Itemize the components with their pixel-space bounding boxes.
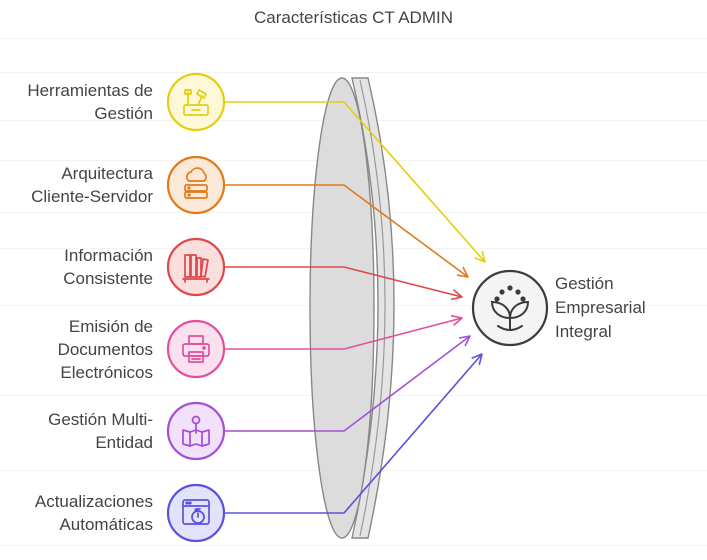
feature-node xyxy=(166,483,226,543)
feature-label-line: Actualizaciones xyxy=(34,492,153,511)
feature-label-line: Documentos xyxy=(57,339,153,359)
feature-label-line: Automáticas xyxy=(59,515,153,534)
feature-label-line: Gestión xyxy=(94,104,153,123)
target-label-line: Integral xyxy=(555,322,612,341)
connector-line xyxy=(224,184,469,278)
diagram-title: Características CT ADMIN xyxy=(253,8,453,27)
connector-arrowhead xyxy=(471,353,483,366)
connector-arrowhead xyxy=(474,250,486,263)
feature-node xyxy=(166,319,226,379)
feature-label-line: Cliente-Servidor xyxy=(31,187,153,206)
feature-label-line: Emisión de xyxy=(68,316,153,336)
feature-label-line: Gestión Multi- xyxy=(48,410,153,429)
connector-line xyxy=(224,335,471,432)
target-label-line: Gestión xyxy=(555,274,614,293)
printer-icon xyxy=(182,335,210,363)
target-label-line: Empresarial xyxy=(555,298,646,317)
connector-line xyxy=(224,101,486,263)
feature-label-line: Herramientas de xyxy=(27,81,153,100)
connector-arrowhead xyxy=(450,289,463,301)
feature-node xyxy=(166,401,226,461)
feature-label-line: Arquitectura xyxy=(61,164,153,183)
connector-line xyxy=(224,317,463,350)
feature-label: Herramientas de Gestión xyxy=(0,79,153,125)
feature-label-line: Electrónicos xyxy=(60,362,153,382)
plant-growth-icon xyxy=(490,285,530,331)
bookshelf-icon xyxy=(182,254,210,283)
feature-node xyxy=(166,72,226,132)
connector-line xyxy=(224,353,483,514)
feature-node xyxy=(166,155,226,215)
tools-icon xyxy=(183,89,209,116)
feature-label-line: Consistente xyxy=(63,269,153,288)
browser-timer-icon xyxy=(182,499,210,525)
feature-node xyxy=(166,237,226,297)
lens-shape xyxy=(309,77,395,539)
feature-label-line: Información xyxy=(64,246,153,265)
target-label: Gestión Empresarial Integral xyxy=(555,272,705,344)
connector-arrowhead xyxy=(458,335,471,347)
feature-label: Gestión Multi- Entidad xyxy=(0,408,153,454)
target-node xyxy=(471,269,549,347)
cloud-server-icon xyxy=(184,167,208,199)
feature-label-line: Entidad xyxy=(95,433,153,452)
connector-line xyxy=(224,266,463,298)
map-pin-icon xyxy=(182,415,210,447)
connector-arrowhead xyxy=(456,266,469,278)
connector-arrowhead xyxy=(450,314,463,326)
